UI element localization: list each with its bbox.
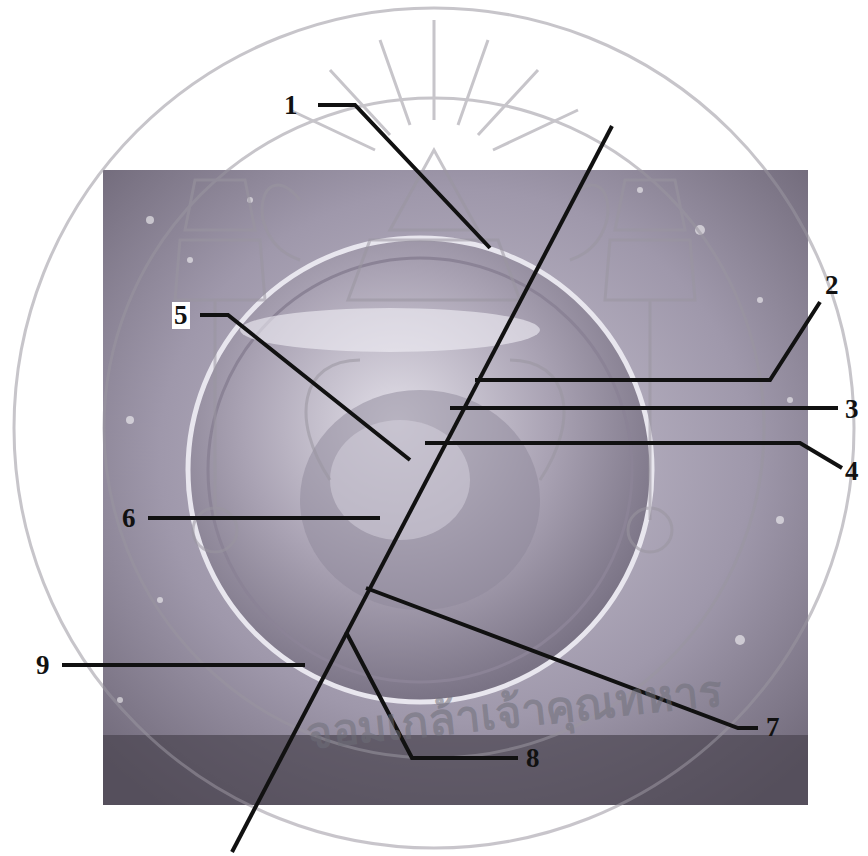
callout-number: 9 bbox=[36, 652, 50, 679]
callout-number: 1 bbox=[284, 92, 298, 119]
callout-number: 3 bbox=[845, 396, 859, 423]
callout-number: 4 bbox=[845, 458, 859, 485]
callout-number: 5 bbox=[172, 302, 190, 329]
callout-number: 8 bbox=[526, 745, 540, 772]
callout-number: 2 bbox=[825, 272, 839, 299]
callout-number: 7 bbox=[766, 714, 780, 741]
callout-number: 6 bbox=[122, 505, 136, 532]
